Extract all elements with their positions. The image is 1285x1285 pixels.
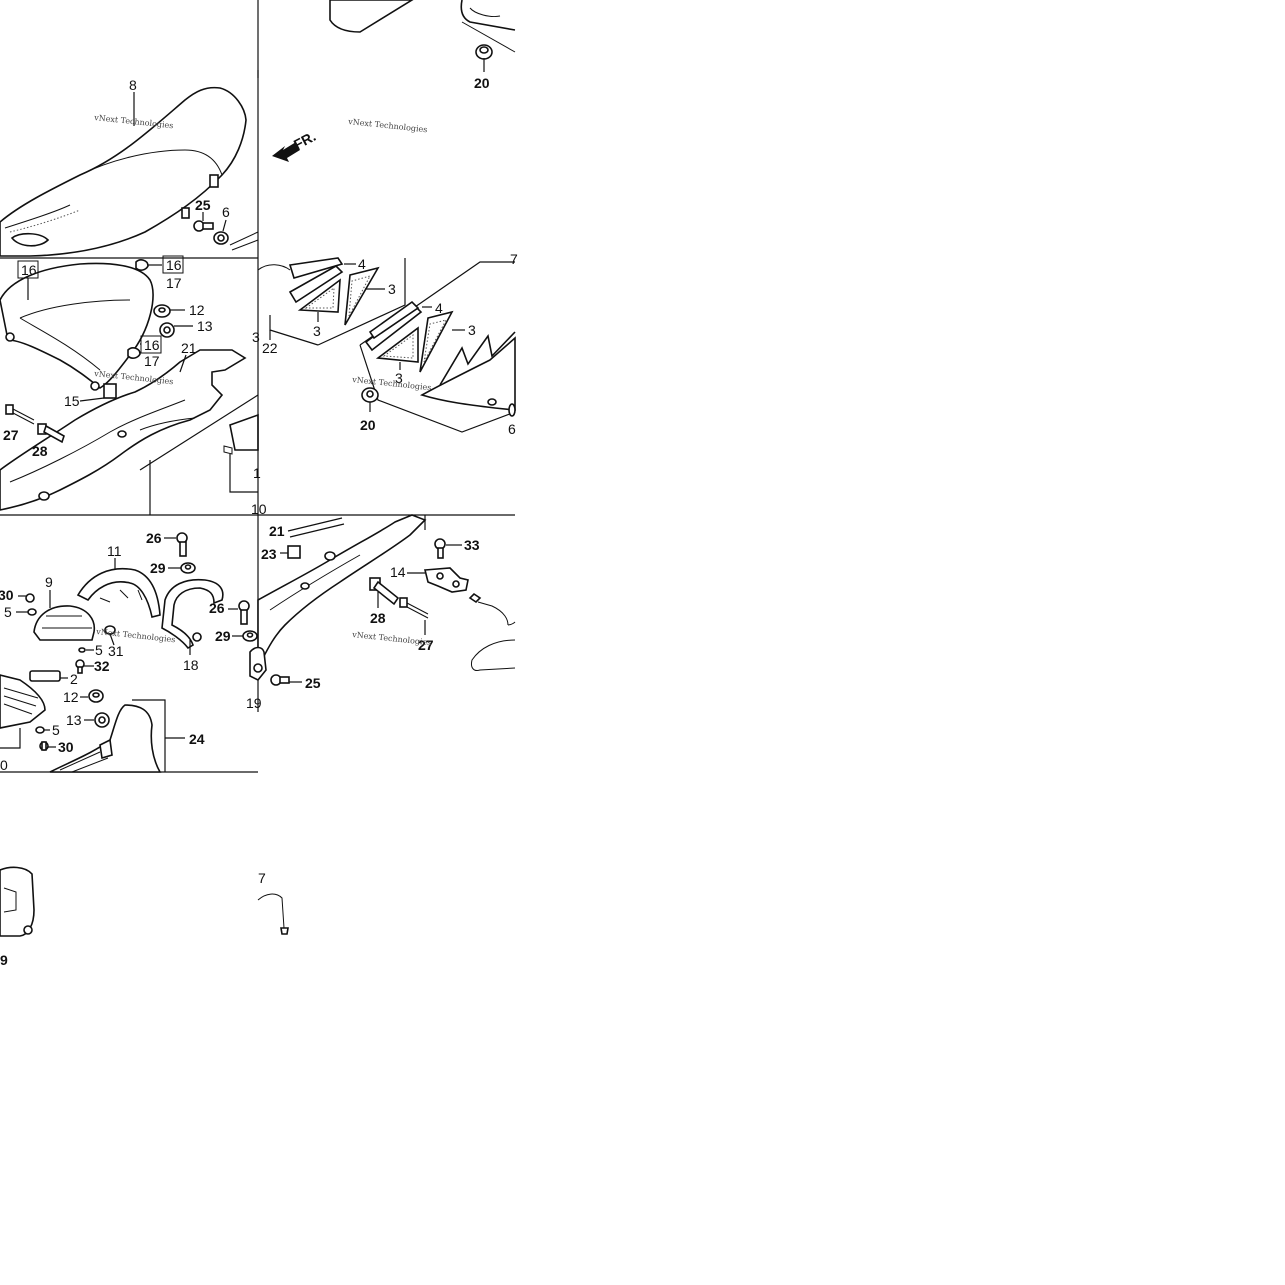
watermark-text: vNext Technologies (351, 630, 432, 647)
callout-13: 13 (66, 712, 82, 728)
collar-28b-illustration (369, 577, 400, 606)
callout-3: 3 (468, 322, 476, 338)
panel-bottom-left: 26 11 29 18 26 9 (0, 530, 250, 968)
bolt-33-illustration (434, 538, 446, 559)
callout-6: 6 (508, 421, 516, 437)
callout-26: 26 (209, 600, 225, 616)
callout-31: 31 (108, 643, 124, 659)
callout-13: 13 (197, 318, 213, 334)
callout-14: 14 (390, 564, 406, 580)
callout-9-partial: 9 (0, 952, 8, 968)
panel-bottom-right: 21 23 33 14 (215, 514, 516, 935)
tail-light-9-illustration (33, 605, 96, 641)
callout-12: 12 (189, 302, 205, 318)
callout-4: 4 (435, 300, 443, 316)
callout-22: 22 (262, 340, 278, 356)
bolt-26b-illustration (238, 600, 250, 625)
callout-10-partial: 0 (0, 757, 8, 773)
callout-30: 30 (58, 739, 74, 755)
callout-25: 25 (195, 197, 211, 213)
callout-18: 18 (183, 657, 199, 673)
callout-3: 3 (395, 370, 403, 386)
callout-7: 7 (510, 251, 518, 267)
callout-33: 33 (464, 537, 480, 553)
callout-16-boxed: 16 (144, 337, 160, 353)
callout-5: 5 (52, 722, 60, 738)
callout-3: 3 (313, 323, 321, 339)
panel-top-right: 20 FR. vNext Technologies 4 3 3 22 (257, 0, 518, 437)
watermark-text: vNext Technologies (347, 117, 428, 134)
callout-12: 12 (63, 689, 79, 705)
callout-21: 21 (269, 523, 285, 539)
grab-rail-fragment-illustration (0, 866, 35, 937)
callout-4: 4 (358, 256, 366, 272)
callout-10: 10 (251, 501, 267, 517)
pillion-seat-illustration (0, 262, 154, 391)
callout-25: 25 (305, 675, 321, 691)
collar-28-illustration (37, 423, 65, 444)
callout-29: 29 (150, 560, 166, 576)
callout-17: 17 (166, 275, 182, 291)
rear-fender-illustration (0, 674, 46, 729)
bolt-27b-illustration (399, 597, 429, 619)
bolt-27-illustration (5, 404, 35, 425)
front-direction-arrow: FR. (272, 128, 318, 162)
callout-16-boxed: 16 (21, 262, 37, 278)
callout-24: 24 (189, 731, 205, 747)
callout-5: 5 (4, 604, 12, 620)
callout-20: 20 (474, 75, 490, 91)
callout-17: 17 (144, 353, 160, 369)
watermark-text: vNext Technologies (351, 375, 432, 392)
callout-29: 29 (215, 628, 231, 644)
callout-6: 6 (222, 204, 230, 220)
callout-28: 28 (370, 610, 386, 626)
callout-2: 2 (70, 671, 78, 687)
callout-19: 19 (246, 695, 262, 711)
callout-3: 3 (252, 329, 260, 345)
callout-27: 27 (418, 637, 434, 653)
callout-26: 26 (146, 530, 162, 546)
seat-cowl-24-illustration (49, 704, 162, 773)
rear-frame-illustration (0, 349, 247, 511)
callout-15: 15 (64, 393, 80, 409)
frame-rail-21-illustration (257, 514, 427, 664)
callout-16-boxed: 16 (166, 257, 182, 273)
callout-5: 5 (95, 642, 103, 658)
grommet-6-illustration (213, 231, 229, 245)
callout-11: 11 (107, 543, 122, 559)
seat-lock-14-illustration (423, 567, 469, 593)
callout-27: 27 (3, 427, 19, 443)
bolt-25b-illustration (270, 674, 290, 686)
seat-illustration (0, 86, 247, 257)
cable-fragment-illustration (257, 893, 289, 935)
bolt-25-illustration (193, 220, 214, 232)
callout-1: 1 (253, 465, 261, 481)
callout-20: 20 (360, 417, 376, 433)
cable-7-illustration (468, 592, 516, 671)
callout-30: 30 (0, 587, 14, 603)
callout-23: 23 (261, 546, 277, 562)
callout-7: 7 (258, 870, 266, 886)
side-cover-illustration (419, 331, 516, 417)
panel-top-left: 8 25 6 16 16 (0, 70, 267, 517)
callout-8: 8 (129, 77, 137, 93)
callout-9: 9 (45, 574, 53, 590)
grab-rail-18-illustration (161, 578, 224, 650)
callout-28: 28 (32, 443, 48, 459)
callout-3: 3 (388, 281, 396, 297)
bolt-26-illustration (176, 532, 188, 557)
watermark-text: vNext Technologies (93, 113, 174, 130)
callout-21: 21 (181, 340, 197, 356)
callout-32: 32 (94, 658, 110, 674)
